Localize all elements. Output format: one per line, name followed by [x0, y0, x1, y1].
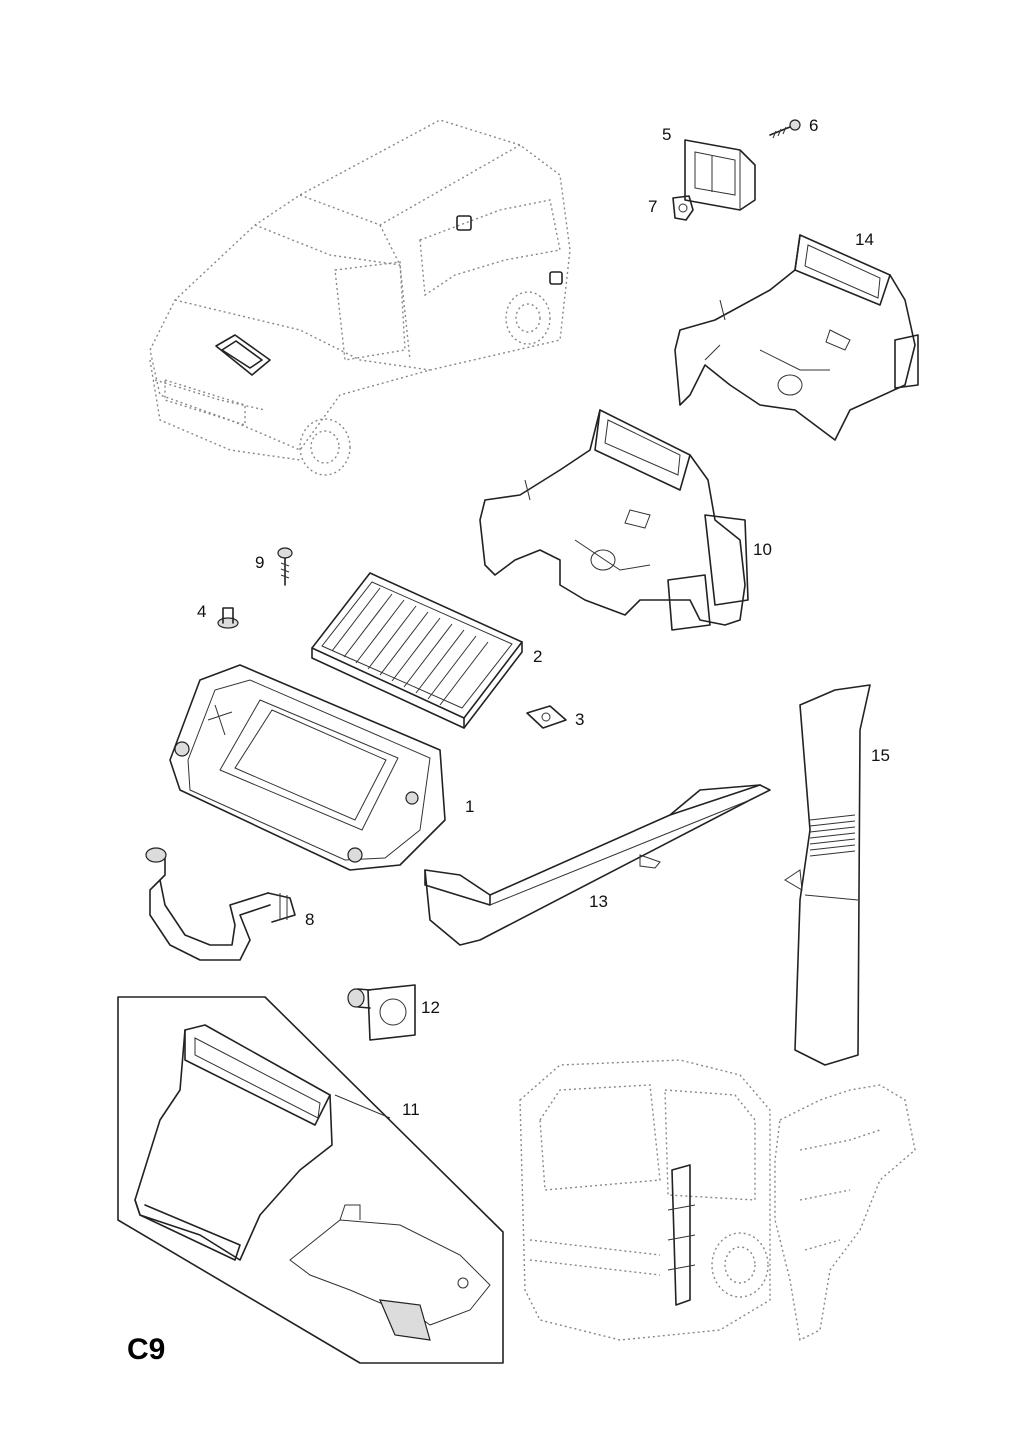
part-4-rivet	[217, 607, 239, 629]
callout-10: 10	[753, 540, 772, 559]
part-5-vent-housing	[684, 139, 756, 211]
callout-3: 3	[575, 710, 585, 729]
van-front-view-illustration	[149, 119, 571, 476]
callout-9: 9	[255, 553, 265, 572]
part-12-grommet	[347, 984, 416, 1041]
part-13-long-air-duct	[424, 784, 771, 946]
part-6-screw	[769, 119, 801, 139]
callout-1: 1	[465, 797, 475, 816]
callout-7: 7	[648, 197, 658, 216]
callout-14: 14	[855, 230, 874, 249]
callout-4: 4	[197, 602, 207, 621]
leader-line-part-11	[334, 1094, 391, 1119]
callout-11: 11	[402, 1100, 420, 1119]
part-3-clip-nut	[526, 705, 567, 729]
part-11-inset-frame	[117, 996, 504, 1364]
callout-6: 6	[809, 116, 819, 135]
callout-12: 12	[421, 998, 440, 1017]
diagram-page-code: C9	[127, 1333, 166, 1366]
part-15-vertical-air-duct	[784, 684, 871, 1066]
part-1-filter-housing	[169, 664, 446, 871]
callout-8: 8	[305, 910, 315, 929]
callout-5: 5	[662, 125, 672, 144]
part-11-duct-assembly	[134, 1024, 491, 1341]
callout-13: 13	[589, 892, 608, 911]
part-7-clip	[672, 195, 694, 221]
part-10-air-duct-main	[479, 409, 749, 631]
part-8-drain-hose	[145, 847, 296, 961]
part-14-air-duct-upper	[674, 234, 919, 441]
part-9-screw	[277, 547, 293, 586]
callout-15: 15	[871, 746, 890, 765]
part-2-pollen-filter	[311, 572, 523, 729]
van-rear-view-illustration	[519, 1059, 916, 1342]
callout-2: 2	[533, 647, 543, 666]
